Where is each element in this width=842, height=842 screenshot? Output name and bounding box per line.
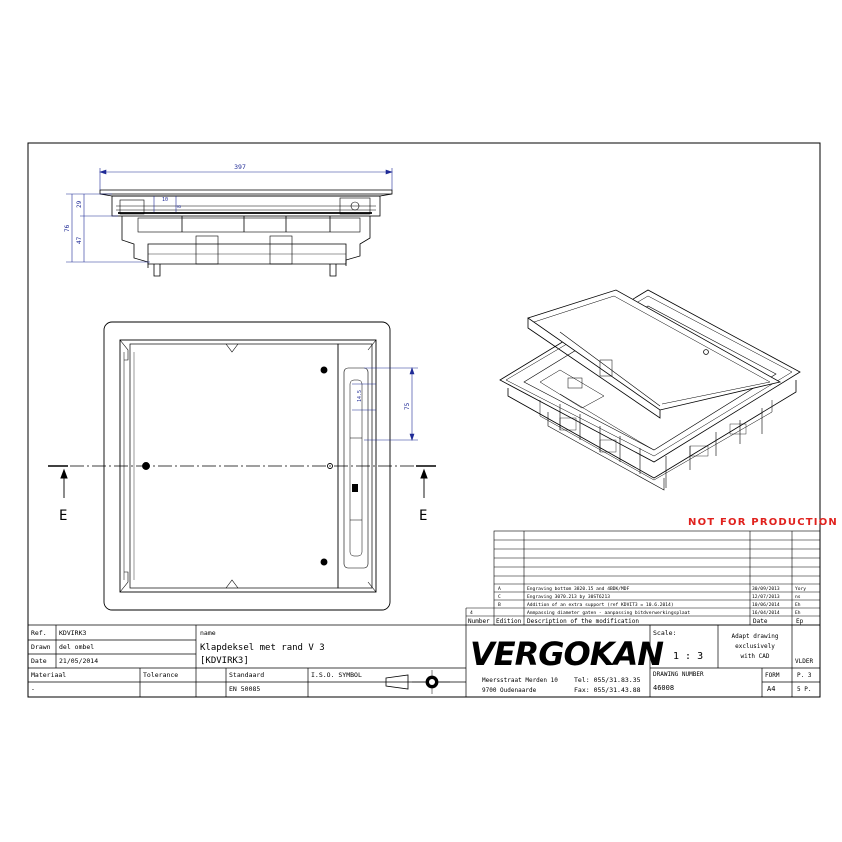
rev-row-c-letter: C	[498, 594, 501, 600]
iso-projection-symbol	[385, 670, 450, 694]
side-section-view	[99, 189, 393, 277]
iso-symbol-label: I.S.O. SYMBOL	[311, 671, 362, 679]
rev-row-b-date: 10/06/2014	[752, 602, 780, 608]
scale-label: Scale:	[653, 629, 676, 637]
rev-row-a-text: Engraving bottom 3820.15 and 4BDK/MDF	[527, 586, 630, 592]
sheet-border	[27, 142, 821, 698]
ref-label: Ref.	[31, 629, 47, 637]
company-fax: Fax: 055/31.43.88	[574, 686, 641, 694]
rev-row-a-letter: A	[498, 586, 501, 592]
drawn-value: del ombel	[59, 643, 94, 651]
rev-header-edition: Edition	[496, 618, 522, 625]
date-value: 21/05/2014	[59, 657, 98, 665]
rev-row-c-text: Engraving 3070.213 by 30ST6213	[527, 594, 610, 600]
material-value: -	[31, 685, 35, 693]
rev-row-4-date: 16/04/2014	[752, 610, 780, 616]
page-count: 5 P.	[797, 686, 811, 693]
rev-header-description: Description of the modification	[527, 618, 639, 625]
isometric-view	[499, 289, 801, 491]
rev-header-number: Number	[468, 618, 490, 625]
section-line-e	[48, 465, 436, 498]
drawing-number: 46008	[653, 684, 674, 692]
rev-row-a-date: 30/09/2013	[752, 586, 780, 592]
standard-value: EN 50085	[229, 685, 260, 693]
company-tel: Tel: 055/31.83.35	[574, 676, 641, 684]
rev-row-c-who: ns	[795, 595, 801, 600]
not-for-production-stamp: NOT FOR PRODUCTION	[688, 517, 838, 528]
title-block-grid	[28, 624, 820, 697]
page-number: P. 3	[797, 672, 812, 679]
drawing-number-label: DRAWING NUMBER	[653, 671, 704, 678]
adapt-note-1: Adapt drawing	[732, 633, 779, 640]
company-address-1: Meersstraat Merden 10	[482, 677, 558, 684]
side-view-dimensions	[66, 168, 393, 263]
drawn-label: Drawn	[31, 643, 51, 651]
rev-row-c-date: 12/07/2013	[752, 594, 780, 600]
section-mark-right: E	[419, 508, 427, 524]
name-label: name	[200, 629, 216, 637]
part-name: Klapdeksel met rand V 3	[200, 643, 325, 653]
form-value: A4	[767, 685, 775, 693]
rev-row-b-letter: B	[498, 602, 501, 608]
rev-header-date: Date	[753, 618, 768, 625]
part-code: [KDVIRK3]	[200, 656, 249, 666]
rev-row-b-text: Addition of an extra support (ref KDVIT3…	[527, 602, 674, 608]
adapt-note-2: exclusively	[735, 643, 775, 650]
adapt-note-3: with CAD	[741, 653, 770, 660]
rev-row-b-who: Eh	[795, 602, 801, 608]
dim-frame-inner: 10	[162, 197, 168, 203]
section-mark-left: E	[59, 508, 67, 524]
standard-label: Standaard	[229, 671, 264, 679]
company-logo: VERGOKAN	[470, 635, 664, 673]
rev-header-visa: Ep	[796, 618, 804, 625]
date-label: Date	[31, 657, 47, 665]
dim-opening-height: 75	[404, 402, 411, 410]
rev-row-a-who: Yory	[795, 586, 806, 592]
scale-value: 1 : 3	[673, 651, 703, 662]
rev-row-4-letter: 4	[470, 610, 473, 616]
tolerance-label: Tolerance	[143, 671, 178, 679]
dim-clip-width: 14.5	[357, 390, 363, 402]
dim-width: 397	[234, 163, 246, 171]
form-label: FORM	[765, 672, 780, 679]
company-address-2: 9700 Oudenaarde	[482, 687, 537, 694]
dim-height-total: 76	[64, 224, 71, 232]
material-label: Materiaal	[31, 671, 66, 679]
dim-height-upper: 29	[76, 200, 83, 208]
ref-value: KDVIRK3	[59, 629, 86, 637]
rev-row-4-who: Eh	[795, 610, 801, 616]
revision-table	[465, 530, 821, 626]
dim-height-lower: 47	[76, 236, 83, 244]
rev-row-4-text: Anmpassing diameter gaten - aanpassing b…	[527, 610, 690, 616]
dim-frame-depth: 8	[177, 205, 183, 208]
vlder-label: VLDER	[795, 658, 813, 665]
plan-view-dimensions	[352, 367, 418, 441]
